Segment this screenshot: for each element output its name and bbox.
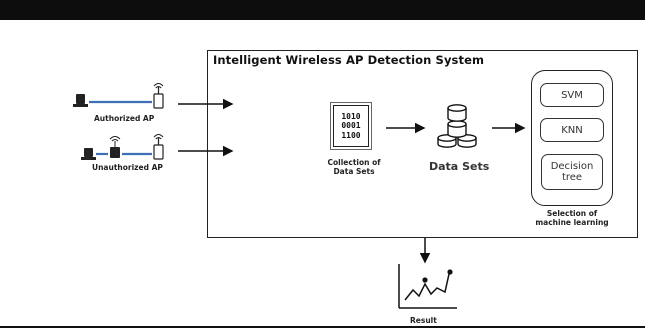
- svm-option: SVM: [540, 83, 604, 107]
- client-laptop-icon: [81, 148, 96, 160]
- unauthorized-ap-label: Unauthorized AP: [92, 163, 163, 172]
- access-point-icon: [153, 83, 164, 109]
- selection-label: Selection of machine learning: [524, 209, 620, 228]
- binary-line: 1100: [341, 130, 361, 140]
- selection-label-line1: Selection of: [546, 209, 598, 218]
- decision-tree-option: Decision tree: [541, 154, 603, 190]
- result-label: Result: [410, 316, 437, 325]
- bottom-line: [0, 326, 645, 328]
- client-laptop-icon: [73, 94, 88, 107]
- collection-label-line1: Collection of: [327, 158, 381, 167]
- rogue-ap-icon: [109, 136, 121, 158]
- detection-system-box: [207, 50, 638, 238]
- top-bar: [0, 0, 645, 20]
- access-point-icon: [153, 134, 164, 160]
- binary-data-icon: 1010 0001 1100: [333, 105, 369, 147]
- ml-selection-panel: [531, 70, 613, 206]
- result-chart-icon: [398, 264, 457, 309]
- authorized-ap-group: [73, 83, 164, 109]
- authorized-ap-label: Authorized AP: [94, 114, 155, 123]
- datasets-label: Data Sets: [429, 160, 490, 173]
- unauthorized-ap-group: [81, 134, 164, 160]
- collection-label-line2: Data Sets: [333, 167, 375, 177]
- binary-frame: [330, 102, 372, 150]
- selection-label-line2: machine learning: [535, 218, 609, 228]
- collection-label: Collection of Data Sets: [323, 158, 385, 177]
- binary-line: 0001: [341, 121, 361, 131]
- database-icon: [437, 104, 477, 148]
- knn-option: KNN: [540, 118, 604, 142]
- system-title: Intelligent Wireless AP Detection System: [213, 53, 485, 67]
- binary-line: 1010: [341, 112, 361, 122]
